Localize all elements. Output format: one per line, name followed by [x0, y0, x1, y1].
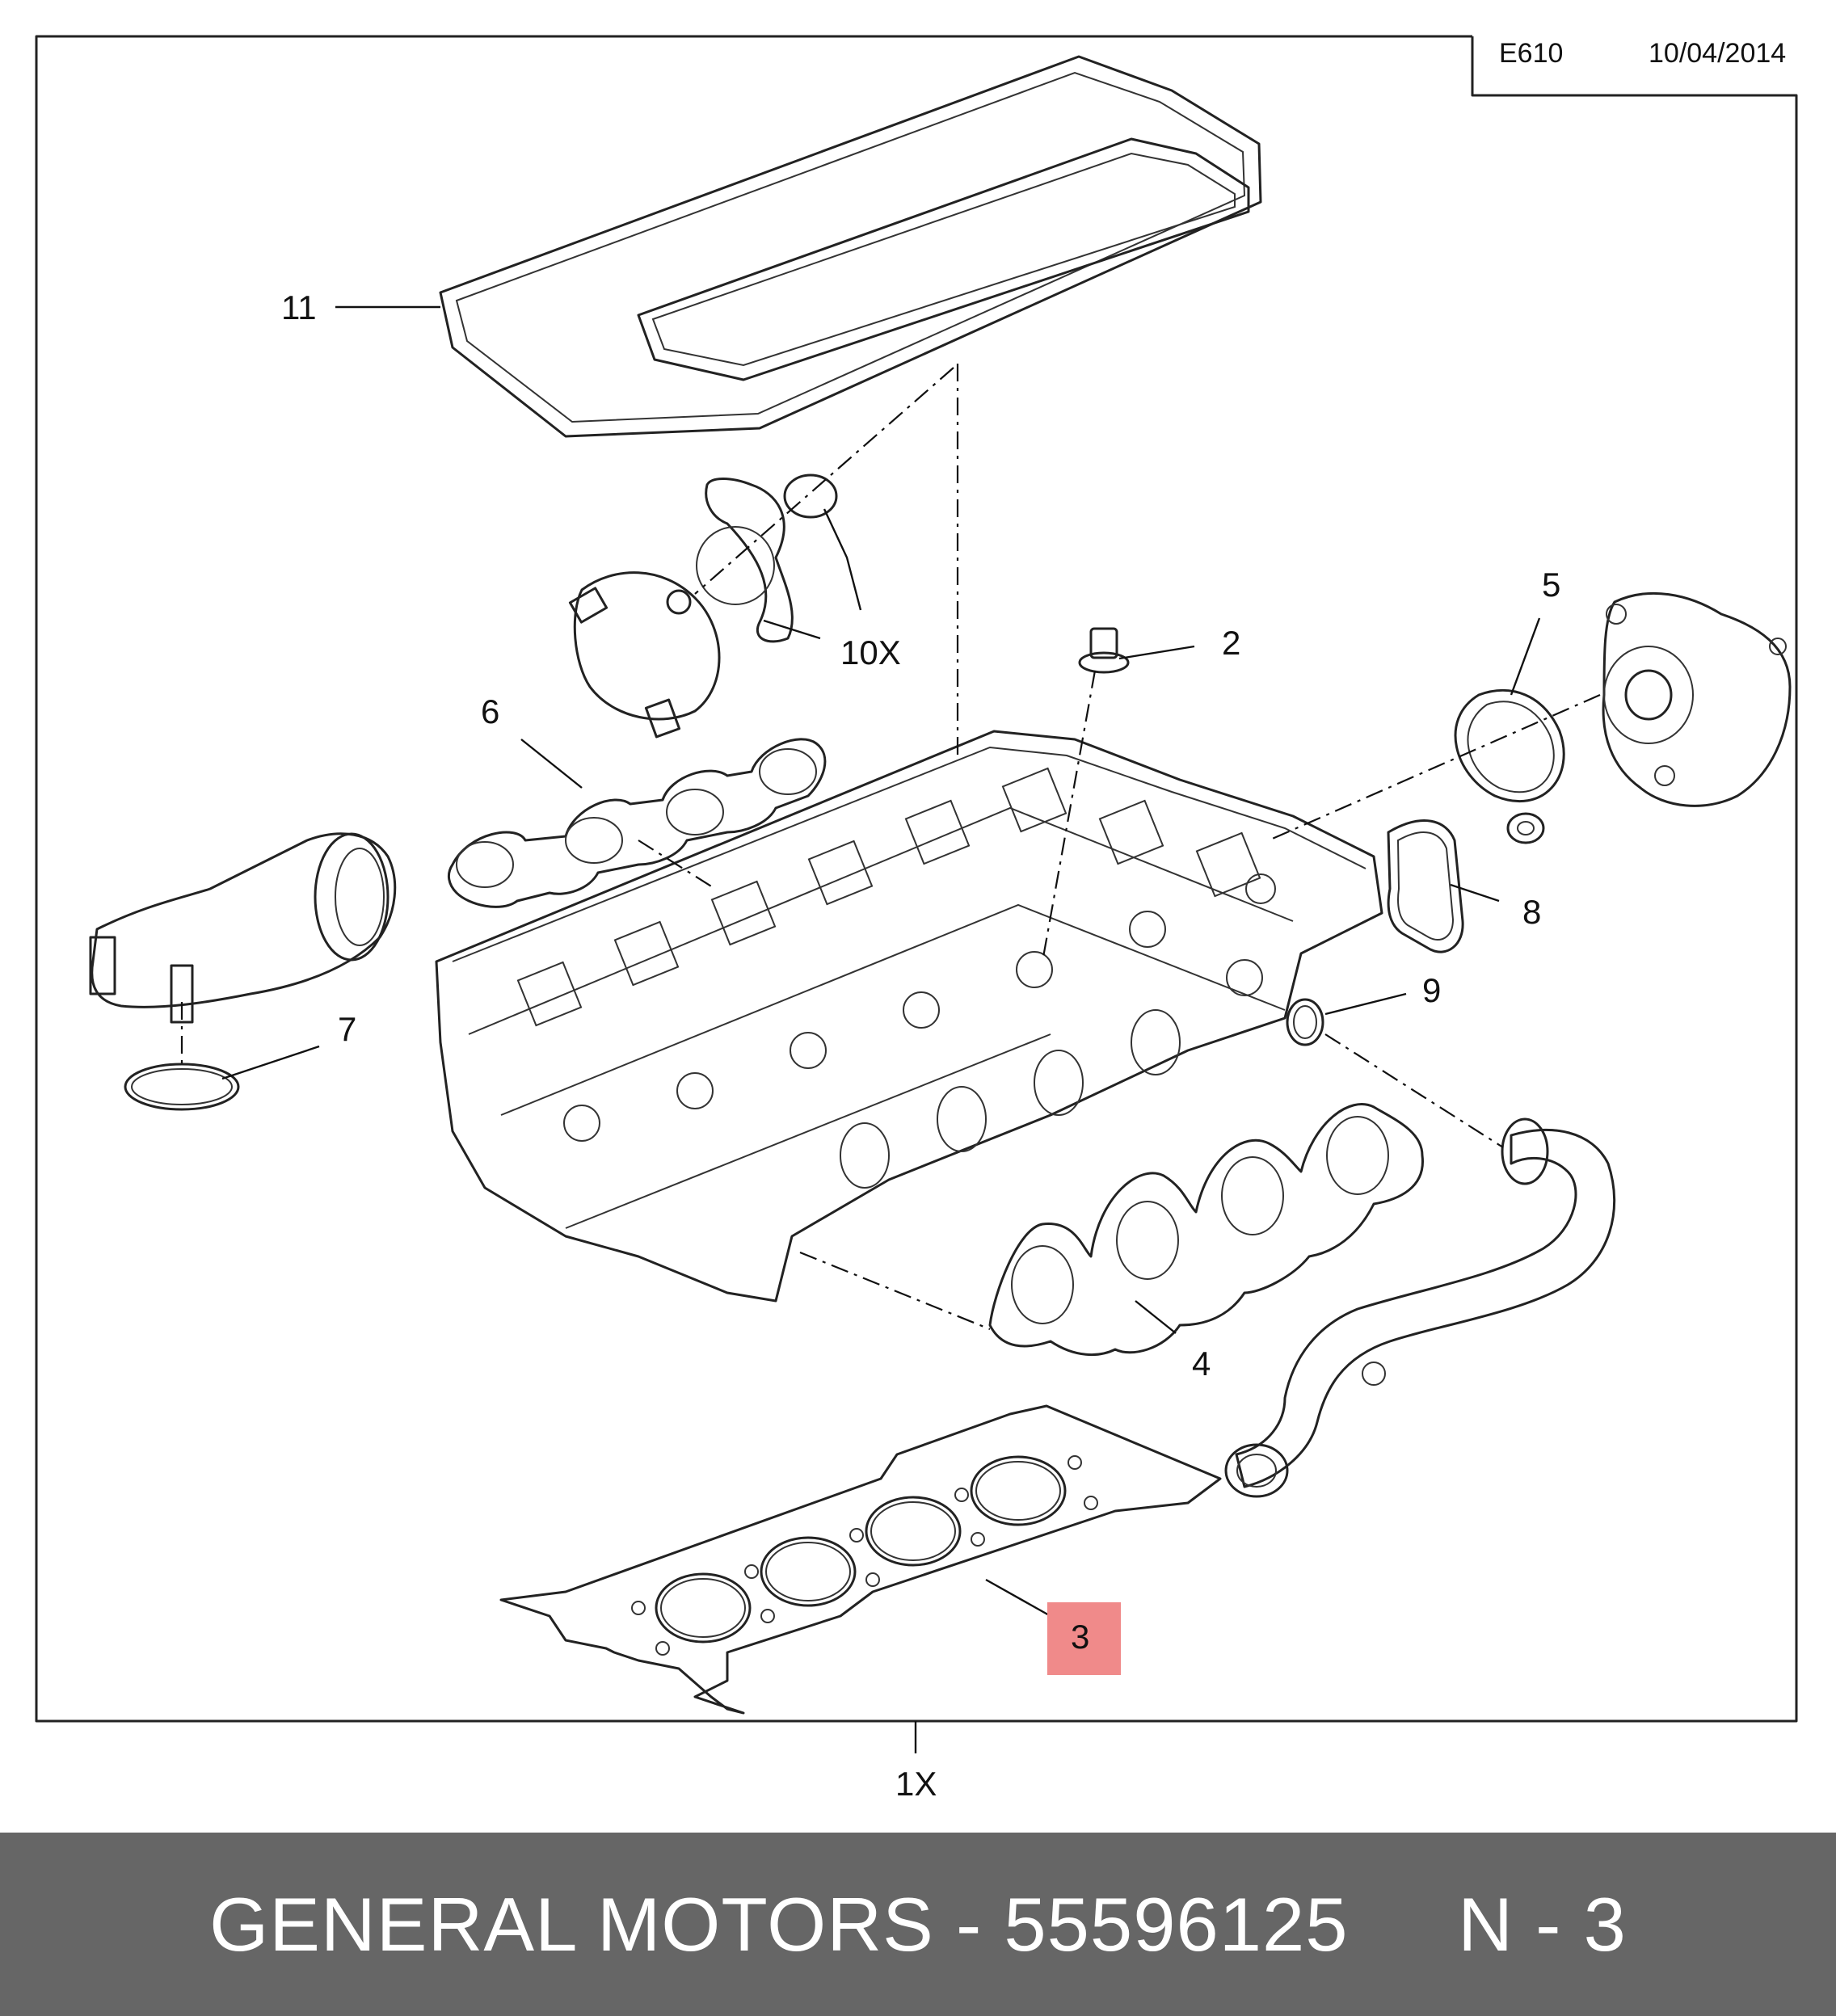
callout-11: 11 [281, 288, 317, 326]
coolant-hose [1224, 1117, 1616, 1498]
exploded-parts-diagram: E610 10/04/2014 [35, 35, 1798, 1803]
footer-bar: GENERAL MOTORS - 55596125 N - 3 [0, 1833, 1836, 2016]
callout-8: 8 [1522, 893, 1541, 931]
cylinder-head [435, 730, 1383, 1303]
vacuum-pump [1602, 591, 1792, 807]
diagram-code: E610 [1499, 38, 1563, 69]
diagram-frame [35, 35, 1798, 1723]
callout-6: 6 [481, 692, 499, 730]
callout-7: 7 [338, 1010, 356, 1048]
part-5-pump-seal [1454, 688, 1565, 844]
diagram-date: 10/04/2014 [1649, 38, 1786, 69]
part-4-exhaust-gasket [988, 1103, 1424, 1357]
callout-leaders [221, 305, 1541, 1753]
part-3-head-gasket [499, 1404, 1222, 1715]
assembly-centerlines [180, 364, 1601, 1331]
footer-title: GENERAL MOTORS - 55596125 N - 3 [209, 1881, 1627, 1967]
callout-10x: 10X [840, 633, 901, 671]
part-10x-fuel-pump-gasket [568, 473, 838, 739]
part-9-o-ring [1286, 998, 1324, 1046]
part-6-intake-gasket [447, 738, 827, 908]
part-11-cam-cover-gasket [439, 55, 1262, 438]
part-7-o-ring [124, 1063, 240, 1111]
callout-5: 5 [1542, 566, 1560, 604]
callout-3: 3 [1071, 1618, 1089, 1656]
callout-9: 9 [1422, 971, 1441, 1009]
callout-1x: 1X [895, 1765, 937, 1803]
highlight-box-part-3 [1047, 1602, 1121, 1675]
callout-2: 2 [1222, 624, 1240, 662]
callout-4: 4 [1192, 1345, 1211, 1383]
thermostat-housing [89, 832, 397, 1024]
part-2-plug [1078, 627, 1130, 674]
part-8-gasket [1387, 819, 1464, 953]
